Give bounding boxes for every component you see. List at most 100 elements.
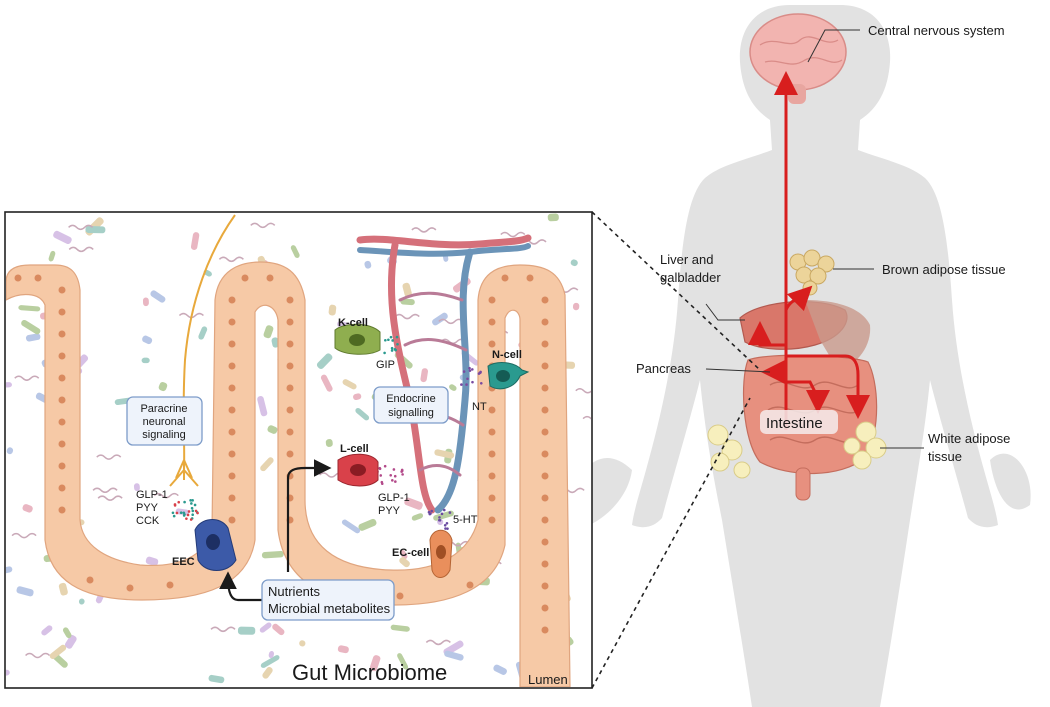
secretion-dot [395, 335, 399, 339]
nutrients-line-1: Nutrients [268, 584, 321, 599]
secretion-dot [190, 502, 193, 505]
cell-nucleus [228, 472, 236, 480]
microbe [449, 384, 457, 391]
secretion-dot [448, 511, 452, 514]
microbe [257, 396, 268, 417]
microbe [390, 624, 410, 632]
arrow-to-l-cell [286, 459, 332, 572]
label-lumen: Lumen [528, 672, 568, 687]
cell-nucleus [488, 494, 496, 502]
secretion-dot [393, 474, 397, 478]
microbe-squiggle [210, 626, 236, 633]
secretion-dot [189, 518, 193, 521]
microbe [208, 674, 225, 684]
microbe-squiggle [500, 231, 526, 238]
secretion-dot [389, 473, 393, 477]
secretion-dot [471, 380, 474, 384]
microbe [328, 304, 337, 316]
cell-nucleus [541, 516, 549, 524]
microbe [397, 653, 409, 670]
microbe [64, 635, 77, 649]
cell-nucleus [34, 274, 42, 282]
cell-nucleus [166, 581, 174, 589]
microbe-squiggle [92, 487, 118, 494]
secretion-dot [471, 368, 474, 371]
cell-nucleus [228, 406, 236, 414]
secretion-dot [196, 511, 199, 515]
cell-nucleus [541, 604, 549, 612]
cell-nucleus [541, 384, 549, 392]
cell-nucleus [488, 472, 496, 480]
cell-nucleus [286, 384, 294, 392]
secretion-dot [379, 474, 383, 477]
secretion-dot [193, 503, 197, 507]
microbe [271, 337, 280, 348]
microbe [53, 230, 72, 245]
secretion-dot [394, 480, 397, 483]
microbe [198, 326, 208, 340]
secretion-dot [390, 349, 394, 352]
microbe [261, 550, 284, 559]
secretion-dot [440, 512, 444, 516]
microbe-squiggle [14, 375, 40, 381]
secretion-dot [179, 511, 183, 515]
secretion-dot [442, 508, 446, 512]
label-pancreas: Pancreas [636, 361, 691, 376]
k-cell [334, 323, 381, 355]
secretion-dot [182, 511, 186, 515]
cell-nucleus [14, 274, 22, 282]
label-l-hormone-1: GLP-1 [378, 492, 410, 504]
microbe [420, 368, 429, 383]
microbe [6, 669, 10, 677]
microbe-squiggle [411, 227, 437, 233]
microbe [547, 213, 559, 222]
secretion-dot [438, 519, 442, 522]
microbe [444, 650, 464, 661]
endocrine-line-2: signalling [388, 407, 434, 419]
label-gip: GIP [376, 359, 395, 371]
microbe-squiggle [25, 652, 51, 659]
label-n-cell: N-cell [492, 349, 522, 361]
microbe [316, 353, 333, 369]
cell-nucleus [228, 362, 236, 370]
secretion-dot [393, 347, 397, 351]
label-eec-hormone-2: PYY [136, 502, 159, 514]
microbe [142, 335, 153, 345]
microbe [263, 325, 274, 339]
secretion-dot [390, 346, 394, 350]
paracrine-box: Paracrine neuronal signaling [126, 396, 203, 446]
microbe-squiggle [582, 415, 591, 420]
label-l-cell: L-cell [340, 443, 369, 455]
cell-nucleus [58, 374, 66, 382]
label-intestine: Intestine [766, 415, 823, 432]
secretion-dot [460, 383, 463, 386]
microbe [399, 557, 410, 568]
cell-nucleus [286, 450, 294, 458]
microbe-squiggle [68, 246, 94, 253]
microbe [268, 650, 275, 659]
cell-nucleus [526, 274, 534, 282]
microbe-squiggle [394, 313, 420, 320]
cell-nucleus [488, 450, 496, 458]
secretion-dot [186, 513, 190, 517]
body-leader-lines [705, 29, 924, 449]
microbe [260, 655, 280, 668]
secretion-dot [444, 527, 447, 530]
cell-nucleus [541, 472, 549, 480]
cell-nucleus [228, 428, 236, 436]
microbe-squiggle [575, 388, 591, 394]
arrow-to-liver [748, 321, 786, 347]
cell-nucleus [228, 516, 236, 524]
cell-nucleus [488, 428, 496, 436]
label-wat-1: White adipose [928, 431, 1010, 446]
cell-nucleus [541, 626, 549, 634]
label-ec-cell: EC-cell [392, 547, 429, 559]
microbe [141, 357, 150, 364]
secretion-dot [477, 372, 481, 375]
microbe-squiggle [218, 256, 244, 263]
label-nt: NT [472, 401, 487, 413]
cell-nucleus [541, 296, 549, 304]
microbe [341, 519, 361, 534]
microbe [175, 508, 190, 516]
